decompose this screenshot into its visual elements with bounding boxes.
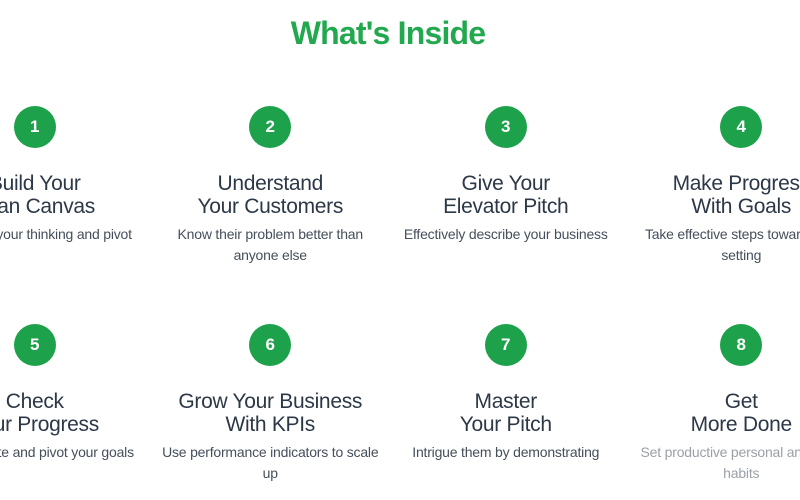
step-description: Structure your thinking and pivot xyxy=(0,224,132,245)
step-item: 2 Understand Your Customers Know their p… xyxy=(153,106,389,324)
step-number-badge: 8 xyxy=(720,324,763,366)
step-title: Check Your Progress xyxy=(0,390,99,436)
step-item: 4 Make Progress With Goals Take effectiv… xyxy=(624,106,800,324)
step-description: Know their problem better than anyone el… xyxy=(177,224,364,266)
step-title-line2: With Goals xyxy=(691,195,792,218)
step-title-line2: With KPIs xyxy=(225,413,316,436)
step-description: Set productive personal and work habits xyxy=(641,442,800,484)
step-desc-line1: Structure your thinking and pivot xyxy=(0,226,132,242)
step-title-line1: Understand xyxy=(217,172,324,195)
step-desc-line1: Re-evaluate and pivot your goals xyxy=(0,444,134,460)
step-number: 3 xyxy=(501,117,511,136)
step-number: 2 xyxy=(265,117,275,136)
step-number: 4 xyxy=(736,117,746,136)
step-title-line1: Check xyxy=(5,390,64,413)
step-desc-line1: Use performance indicators to scale xyxy=(162,444,379,460)
step-title: Grow Your Business With KPIs xyxy=(178,390,362,436)
step-number: 6 xyxy=(265,335,275,354)
step-desc-line1: Know their problem better than xyxy=(177,226,364,242)
step-title-line2: Your Customers xyxy=(197,195,344,218)
step-number-badge: 2 xyxy=(249,106,292,148)
step-title: Get More Done xyxy=(691,390,792,436)
step-desc-line2: habits xyxy=(723,465,760,481)
step-title-line2: Elevator Pitch xyxy=(443,195,569,218)
step-title-line1: Build Your xyxy=(0,172,81,195)
step-title-line2: Your Pitch xyxy=(459,413,552,436)
step-desc-line2: up xyxy=(262,465,278,481)
step-title-line1: Master xyxy=(474,390,538,413)
step-title-line1: Make Progress xyxy=(672,172,800,195)
step-desc-line1: Intrigue them by demonstrating xyxy=(412,444,600,460)
step-title-line2: More Done xyxy=(690,413,792,436)
step-desc-line2: setting xyxy=(721,247,762,263)
step-title: Give Your Elevator Pitch xyxy=(443,172,569,218)
step-number-badge: 4 xyxy=(720,106,763,148)
step-description: Take effective steps toward goal setting xyxy=(645,224,800,266)
step-number-badge: 7 xyxy=(484,324,527,366)
step-number-badge: 6 xyxy=(249,324,292,366)
step-number-badge: 5 xyxy=(13,324,56,366)
step-title-line1: Get xyxy=(724,390,758,413)
steps-grid: 1 Build Your Lean Canvas Structure your … xyxy=(0,106,800,500)
step-title: Master Your Pitch xyxy=(460,390,552,436)
step-title: Understand Your Customers xyxy=(197,172,343,218)
step-desc-line1: Effectively describe your business xyxy=(403,226,608,242)
step-title-line1: Give Your xyxy=(461,172,551,195)
step-title-line1: Grow Your Business xyxy=(178,390,363,413)
step-item: 8 Get More Done Set productive personal … xyxy=(624,324,800,500)
step-title-line2: Lean Canvas xyxy=(0,195,95,218)
step-desc-line1: Take effective steps toward goal xyxy=(644,226,800,242)
step-number: 5 xyxy=(30,335,40,354)
step-desc-line2: anyone else xyxy=(233,247,308,263)
step-description: Effectively describe your business xyxy=(404,224,608,245)
step-title: Make Progress With Goals xyxy=(673,172,800,218)
step-item: 3 Give Your Elevator Pitch Effectively d… xyxy=(388,106,624,324)
step-item: 5 Check Your Progress Re-evaluate and pi… xyxy=(0,324,153,500)
step-number-badge: 1 xyxy=(13,106,56,148)
step-description: Re-evaluate and pivot your goals xyxy=(0,442,134,463)
step-description: Use performance indicators to scale up xyxy=(162,442,379,484)
step-title-line2: Your Progress xyxy=(0,413,99,436)
section-heading: What's Inside xyxy=(290,15,486,51)
step-title: Build Your Lean Canvas xyxy=(0,172,95,218)
step-item: 7 Master Your Pitch Intrigue them by dem… xyxy=(388,324,624,500)
step-number-badge: 3 xyxy=(484,106,527,148)
step-item: 6 Grow Your Business With KPIs Use perfo… xyxy=(153,324,389,500)
step-number: 8 xyxy=(736,335,746,354)
step-number: 1 xyxy=(30,117,40,136)
step-description: Intrigue them by demonstrating xyxy=(412,442,599,463)
step-item: 1 Build Your Lean Canvas Structure your … xyxy=(0,106,153,324)
step-number: 7 xyxy=(501,335,511,354)
step-desc-line1: Set productive personal and work xyxy=(640,444,800,460)
